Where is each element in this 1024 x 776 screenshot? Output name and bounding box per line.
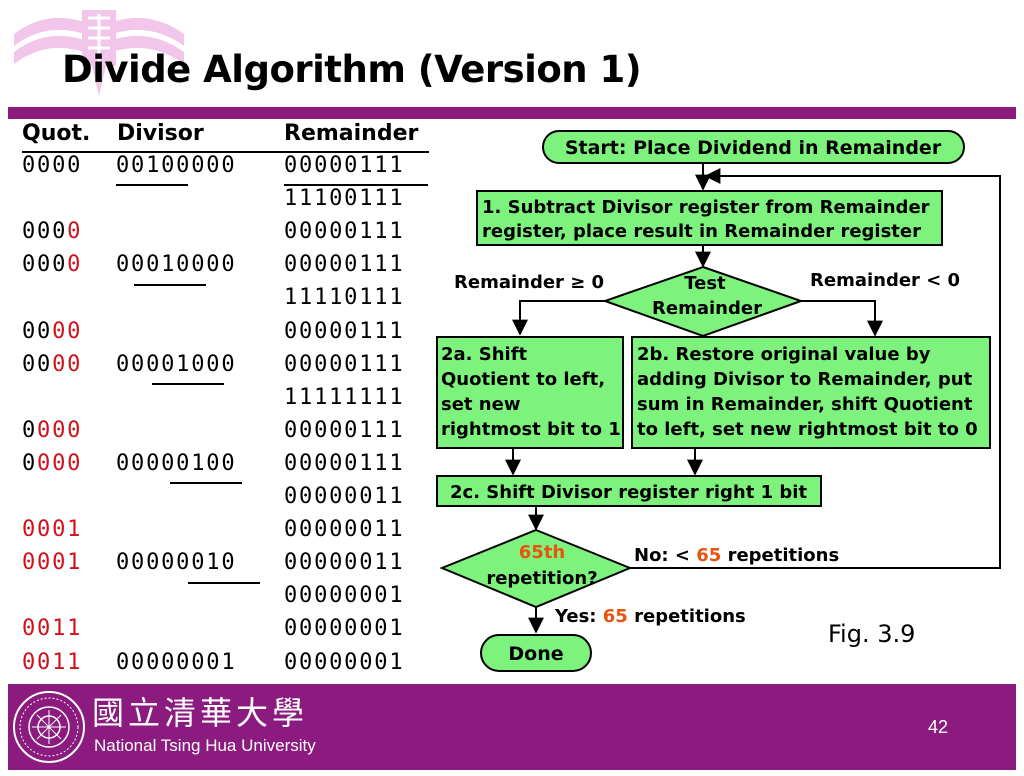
arrow-loop-back <box>630 168 1001 569</box>
divisor-underline <box>170 482 242 484</box>
branch-label-nonnegative: Remainder ≥ 0 <box>454 272 604 293</box>
remainder-cell: 00000111 <box>284 450 405 476</box>
university-name-chinese: 國立清華大學 <box>92 694 308 732</box>
title-divider-bar <box>8 107 1016 119</box>
divisor-cell: 00000100 <box>116 450 237 476</box>
remainder-cell: 00000001 <box>284 616 405 642</box>
remainder-cell: 00000111 <box>284 219 405 245</box>
remainder-cell: 00000011 <box>284 517 405 543</box>
step2a-text-line: 2a. Shift <box>441 344 528 365</box>
step2b-text-line: 2b. Restore original value by <box>637 344 931 365</box>
university-logo-watermark <box>14 10 184 96</box>
step2a-text-line: rightmost bit to 1 <box>441 419 621 440</box>
column-header-divisor: Divisor <box>117 121 204 146</box>
step2a-text-line: Quotient to left, <box>441 369 605 390</box>
test-text-line1: Test <box>684 273 726 294</box>
step2a-text-line: set new <box>441 394 520 415</box>
start-label: Start: Place Dividend in Remainder <box>565 137 942 159</box>
divisor-cell: 00000010 <box>116 550 237 576</box>
remainder-cell: 11111111 <box>284 384 405 410</box>
footer-bar: 國立清華大學 National Tsing Hua University 42 <box>8 684 1016 770</box>
remainder-cell: 11100111 <box>284 186 405 212</box>
quotient-cell: 0001 <box>22 550 83 576</box>
remainder-cell: 00000001 <box>284 583 405 609</box>
quotient-cell: 0011 <box>22 649 83 675</box>
divisor-cell: 00010000 <box>116 252 237 278</box>
divisor-cell: 00000001 <box>116 649 237 675</box>
remainder-subtraction-line <box>284 184 428 186</box>
done-label: Done <box>508 643 563 665</box>
divisor-underline <box>116 184 188 186</box>
divisor-underline <box>152 383 224 385</box>
remainder-cell: 00000111 <box>284 153 405 178</box>
quotient-cell: 0000 <box>22 351 83 377</box>
remainder-cell: 00000011 <box>284 484 405 509</box>
step2c-box <box>436 475 822 507</box>
divide-flowchart: Start: Place Dividend in Remainder 1. Su… <box>436 130 1001 672</box>
remainder-cell: 00000111 <box>284 318 405 344</box>
arrow-test-to-2a <box>512 300 605 336</box>
quotient-cell: 0000 <box>22 252 83 278</box>
repetition-text-line2: repetition? <box>486 568 597 589</box>
column-header-remainder: Remainder <box>284 121 419 146</box>
remainder-cell: 00000111 <box>284 351 405 377</box>
arrow-test-to-2b <box>801 300 883 337</box>
start-terminal <box>542 130 965 164</box>
repetition-decision <box>439 528 633 609</box>
column-header-quotient: Quot. <box>22 121 91 146</box>
university-name-chinese-calligraphy: 國立清華大學 <box>92 694 308 732</box>
step2b-text-line: adding Divisor to Remainder, put <box>637 369 973 390</box>
step1-text-line1: 1. Subtract Divisor register from Remain… <box>482 197 930 218</box>
header-underline <box>22 151 429 153</box>
quotient-cell: 0011 <box>22 616 83 642</box>
quotient-cell: 0000 <box>22 417 83 443</box>
remainder-cell: 00000001 <box>284 649 405 675</box>
done-terminal <box>480 634 592 672</box>
page-number: 42 <box>928 717 949 737</box>
quotient-cell: 0001 <box>22 517 83 543</box>
remainder-cell: 00000111 <box>284 417 405 443</box>
branch-label-negative: Remainder < 0 <box>810 270 960 291</box>
step1-text-line2: register, place result in Remainder regi… <box>482 221 921 242</box>
step2c-text: 2c. Shift Divisor register right 1 bit <box>450 482 807 503</box>
remainder-cell: 11110111 <box>284 285 405 311</box>
yes-branch-label: Yes: 65 repetitions <box>554 606 746 627</box>
slide-title: Divide Algorithm (Version 1) <box>62 48 642 91</box>
divisor-underline <box>134 284 206 286</box>
test-text-line2: Remainder <box>652 298 762 319</box>
no-branch-label: No: < 65 repetitions <box>634 545 839 566</box>
quotient-cell: 0000 <box>22 153 83 178</box>
divisor-cell: 00001000 <box>116 351 237 377</box>
divisor-underline <box>188 582 260 584</box>
repetition-text-line1: 65th <box>519 542 565 563</box>
step1-box <box>476 190 943 246</box>
figure-caption: Fig. 3.9 <box>828 620 916 648</box>
remainder-cell: 00000011 <box>284 550 405 576</box>
step2b-box <box>631 336 991 449</box>
step2b-text: 2b. Restore original value by adding Divi… <box>637 344 978 440</box>
quotient-cell: 0000 <box>22 219 83 245</box>
step2b-text-line: sum in Remainder, shift Quotient <box>637 394 973 415</box>
step2a-box <box>436 336 624 449</box>
university-seal-icon <box>13 691 85 763</box>
quotient-cell: 0000 <box>22 450 83 476</box>
remainder-cell: 00000111 <box>284 252 405 278</box>
university-name-english: National Tsing Hua University <box>94 736 316 755</box>
step2b-text-line: to left, set new rightmost bit to 0 <box>637 419 978 440</box>
quotient-cell: 0000 <box>22 318 83 344</box>
divisor-cell: 00100000 <box>116 153 237 178</box>
